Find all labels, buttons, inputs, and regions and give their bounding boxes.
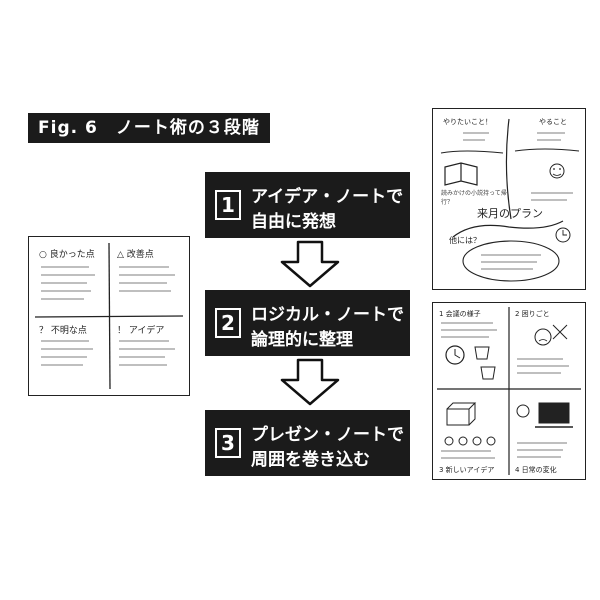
- figure-label: Fig. 6 ノート術の３段階: [28, 113, 270, 143]
- step-2-box: 2 ロジカル・ノートで 論理的に整理: [205, 290, 410, 356]
- left-cell-unclear: ？ 不明な点: [39, 326, 87, 336]
- step-2-line2: 論理的に整理: [251, 330, 353, 350]
- panel-new-idea: 3 新しいアイデア: [439, 466, 495, 474]
- left-cell-idea: ！ アイデア: [117, 326, 165, 336]
- step-1-line2: 自由に発想: [251, 212, 336, 232]
- step-2-line1: ロジカル・ノートで: [251, 305, 404, 325]
- read-note: 読みかけの小説持って帰行？: [441, 190, 507, 206]
- todo-label: やること: [539, 118, 567, 126]
- left-cell-good: ○ 良かった点: [39, 250, 95, 260]
- panel-daily-change: 4 日常の変化: [515, 466, 557, 474]
- step-3-number: 3: [215, 428, 241, 458]
- step-2-number: 2: [215, 308, 241, 338]
- step-3-line1: プレゼン・ノートで: [251, 425, 404, 445]
- right-bottom-note-card: 1 会議の様子 2 困りごと 3 新しいアイデア 4 日常の変化: [432, 302, 586, 480]
- step-1-line1: アイデア・ノートで: [251, 187, 404, 207]
- left-note-card: ○ 良かった点 △ 改善点 ？ 不明な点 ！ アイデア: [28, 236, 190, 396]
- other-label: 他には？: [449, 236, 481, 245]
- step-1-number: 1: [215, 190, 241, 220]
- step-3-line2: 周囲を巻き込む: [251, 450, 370, 470]
- want-label: やりたいこと！: [443, 118, 492, 126]
- left-cell-improve: △ 改善点: [117, 250, 154, 260]
- panel-sketch: [437, 307, 581, 475]
- down-arrow-1: [280, 240, 340, 288]
- right-top-note-card: やりたいこと！ やること 読みかけの小説持って帰行？ 来月のプラン 他には？: [432, 108, 586, 290]
- step-3-box: 3 プレゼン・ノートで 周囲を巻き込む: [205, 410, 410, 476]
- panel-meeting: 1 会議の様子: [439, 310, 481, 318]
- left-note-grid: [34, 242, 184, 390]
- step-1-box: 1 アイデア・ノートで 自由に発想: [205, 172, 410, 238]
- mind-map-sketch: [440, 118, 580, 282]
- plan-label: 来月のプラン: [477, 207, 543, 220]
- panel-trouble: 2 困りごと: [515, 310, 550, 318]
- down-arrow-2: [280, 358, 340, 406]
